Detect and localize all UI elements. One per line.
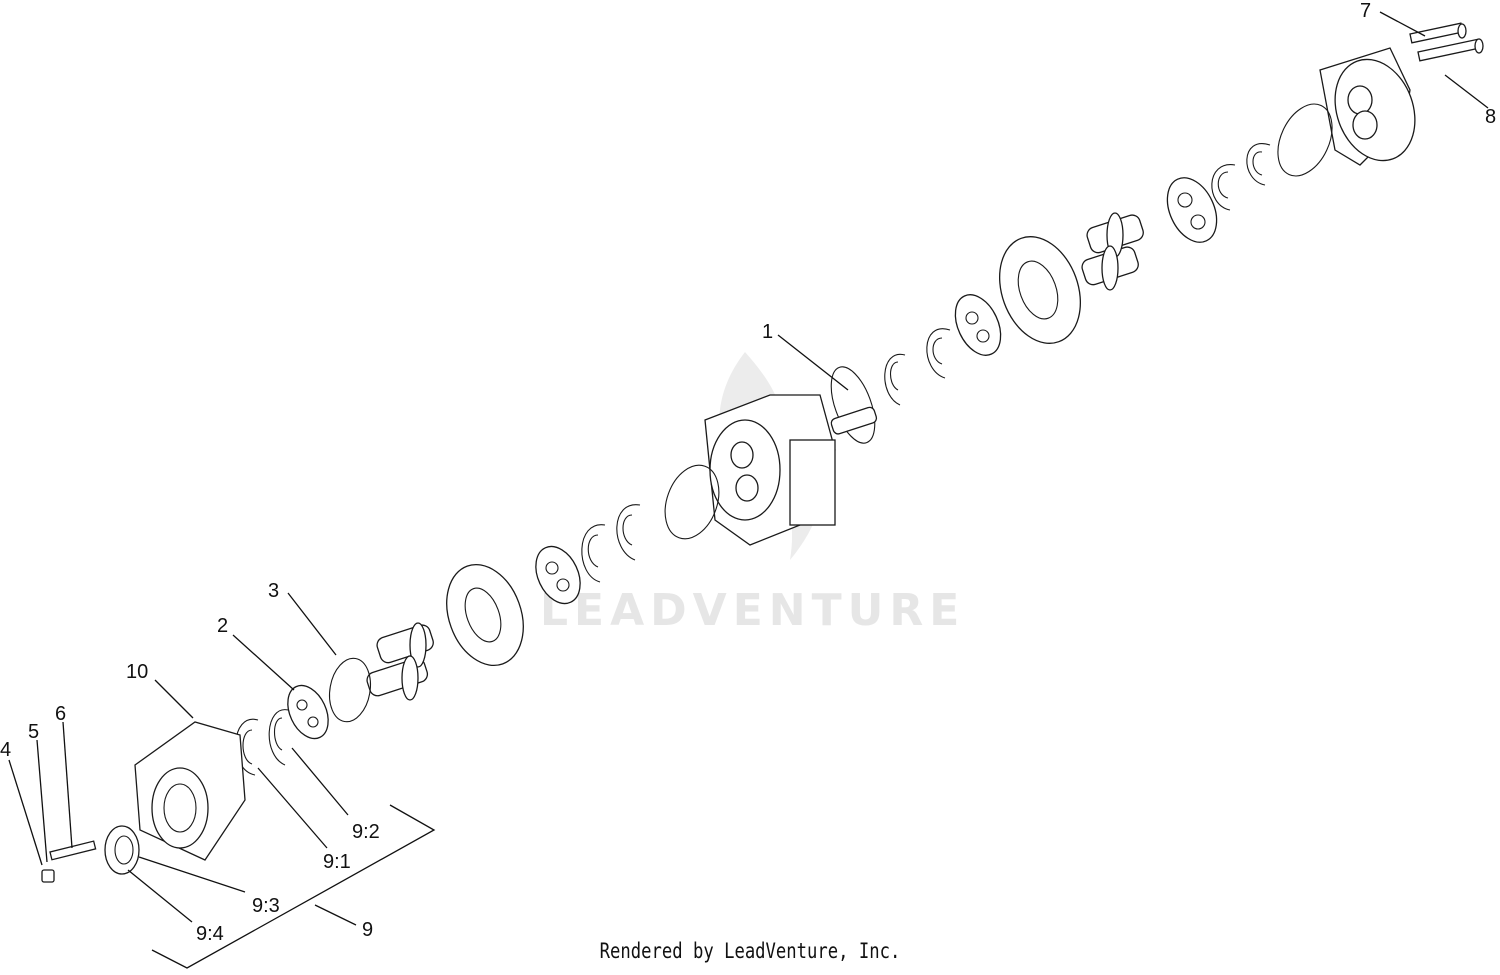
seal-upper-2 [1211,164,1236,211]
callout-10: 10 [126,661,148,683]
callout-9-2: 9:2 [352,821,380,843]
wear-plate-2 [287,684,329,740]
gasket-mid [664,464,720,540]
rear-cover-part [1319,47,1416,166]
gear-housing-lower [446,563,524,667]
callout-1: 1 [762,321,773,343]
callout-3: 3 [268,580,279,602]
seal-lower-2 [581,524,606,583]
callout-2: 2 [217,615,228,637]
watermark-text: LEADVENTURE [540,585,965,636]
callout-5: 5 [28,721,39,743]
seal-mid-1 [926,328,951,379]
gasket-upper [1277,103,1333,177]
callout-9-1: 9:1 [323,851,351,873]
callout-7: 7 [1360,0,1371,22]
leader-lines [8,11,1489,969]
wear-plate-mid [954,294,1002,356]
gear-housing-upper [998,236,1082,344]
gear-pair-lower [366,622,434,701]
main-body-part [704,394,836,546]
seal-upper-1 [1246,143,1271,186]
callout-9-3: 9:3 [252,895,280,917]
callout-4: 4 [0,739,11,761]
wear-plate-lower [535,545,581,605]
callout-9: 9 [362,919,373,941]
shaft-1 [830,366,878,444]
footer-credit: Rendered by LeadVenture, Inc. [599,939,901,963]
bolt-7 [1409,22,1467,44]
front-flange-part [134,721,246,861]
callout-6: 6 [55,703,66,725]
gear-pair-upper [1081,212,1144,291]
wear-plate-upper [1166,177,1218,243]
callout-9-4: 9:4 [196,923,224,945]
seal-9-2 [268,709,289,766]
seal-lower-1 [616,504,641,561]
seal-mid-2 [884,353,906,406]
callouts: 7 8 1 3 2 10 6 5 4 9:2 9:1 9:3 9:4 9 [0,0,1496,945]
callout-8: 8 [1485,106,1496,128]
bolt-4-5-6 [41,840,97,883]
bolt-8 [1417,38,1484,62]
gasket-3 [328,657,372,723]
shaft-seal-9-4 [104,825,140,875]
